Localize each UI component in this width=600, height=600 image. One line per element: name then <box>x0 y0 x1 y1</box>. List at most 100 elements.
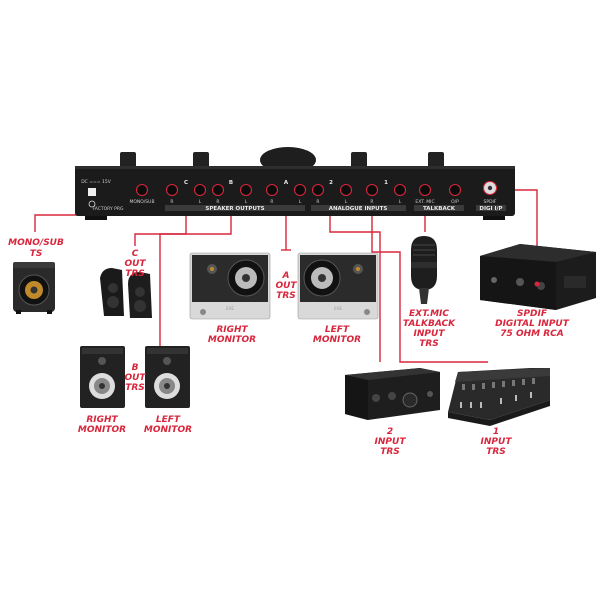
label-left-monitor-a: LEFT MONITOR <box>313 325 361 345</box>
power-label: DC === 15V <box>81 179 112 185</box>
jacks <box>135 183 462 197</box>
svg-text:TRS: TRS <box>276 291 296 301</box>
svg-text:DIGITAL INPUT: DIGITAL INPUT <box>495 319 570 329</box>
svg-text:LEFT: LEFT <box>156 415 181 425</box>
svg-text:OUT: OUT <box>275 281 297 291</box>
label-b-out: B OUT TRS <box>124 363 146 393</box>
section-digi-ip: DIGI I/P <box>479 206 502 212</box>
jack-in1-l <box>393 183 407 197</box>
channel-letter-2: 2 <box>329 180 333 186</box>
power-symbol-icon <box>88 200 96 208</box>
svg-text:C: C <box>132 249 139 259</box>
channel-letter-c: C <box>184 180 188 186</box>
audio-interface-icon <box>345 368 440 420</box>
channel-letter-a: A <box>284 180 289 186</box>
svg-text:TRS: TRS <box>125 269 145 279</box>
label-spdif: SPDIF DIGITAL INPUT 75 OHM RCA <box>495 309 570 339</box>
power-button-icon <box>88 188 96 196</box>
jack-in2-l <box>339 183 353 197</box>
jack-label-in2-r: R <box>316 199 319 205</box>
svg-text:RIGHT: RIGHT <box>86 415 118 425</box>
section-analogue-inputs: ANALOGUE INPUTS <box>329 206 388 212</box>
jack-label-a-r: R <box>270 199 273 205</box>
jack-label-op: O/P <box>451 199 459 205</box>
jack-monosub <box>135 183 149 197</box>
jack-label-b-l: L <box>245 199 248 205</box>
jack-in2-r <box>311 183 325 197</box>
label-right-monitor-a: RIGHT MONITOR <box>208 325 256 345</box>
jack-label-b-r: R <box>216 199 219 205</box>
svg-text:OUT: OUT <box>124 259 146 269</box>
dac-icon <box>480 244 596 310</box>
label-monosub: MONO/SUB TS <box>8 238 64 259</box>
cable-input1 <box>371 192 488 363</box>
label-left-monitor-b: LEFT MONITOR <box>144 415 192 435</box>
desktop-speakers-icon <box>100 268 152 318</box>
jack-label-spdif: SPDIF <box>484 199 497 205</box>
svg-text:TALKBACK: TALKBACK <box>403 319 456 329</box>
factory-label: FACTORY PRG <box>93 206 124 212</box>
jack-label-in1-r: R <box>370 199 373 205</box>
svg-text:INPUT: INPUT <box>375 437 407 447</box>
jack-a-r <box>265 183 279 197</box>
mixing-console-icon <box>448 368 550 426</box>
svg-text:1: 1 <box>493 427 499 437</box>
svg-text:LEFT: LEFT <box>325 325 350 335</box>
svg-text:TRS: TRS <box>486 447 506 457</box>
svg-text:MONITOR: MONITOR <box>313 335 361 345</box>
jack-c-r <box>165 183 179 197</box>
svg-text:EVE: EVE <box>226 306 234 311</box>
studio-monitor-icon-b-right <box>80 346 125 408</box>
knob <box>120 152 136 170</box>
jack-c-l <box>193 183 207 197</box>
jack-label-c-l: L <box>199 199 202 205</box>
label-a-out: A OUT TRS <box>275 271 297 301</box>
svg-text:A: A <box>282 271 290 281</box>
label-input1: 1 INPUT TRS <box>481 427 513 457</box>
channel-letter-1: 1 <box>384 180 388 186</box>
jack-b-r <box>211 183 225 197</box>
jack-b-l <box>239 183 253 197</box>
jack-op <box>448 183 462 197</box>
svg-text:TRS: TRS <box>125 383 145 393</box>
section-talkback: TALKBACK <box>423 206 456 212</box>
knob <box>428 152 444 170</box>
microphone-icon <box>411 236 437 304</box>
svg-text:TRS: TRS <box>380 447 400 457</box>
subwoofer-icon <box>13 262 55 314</box>
label-input2: 2 INPUT TRS <box>375 427 407 457</box>
svg-text:INPUT: INPUT <box>414 329 446 339</box>
studio-monitor-icon-a-left: EVE <box>297 252 379 320</box>
jack-label-in1-l: L <box>399 199 402 205</box>
knob <box>351 152 367 170</box>
studio-monitor-icon-a-right: EVE <box>189 252 271 320</box>
svg-text:MONITOR: MONITOR <box>208 335 256 345</box>
label-c-out: C OUT TRS <box>124 249 146 279</box>
jack-in1-r <box>365 183 379 197</box>
svg-text:MONITOR: MONITOR <box>144 425 192 435</box>
svg-text:MONO/SUB: MONO/SUB <box>8 238 64 248</box>
jack-label-c-r: R <box>170 199 173 205</box>
studio-monitor-icon-b-left <box>145 346 190 408</box>
svg-text:2: 2 <box>387 427 393 437</box>
jack-label-monosub: MONO/SUB <box>129 199 154 205</box>
svg-text:MONITOR: MONITOR <box>78 425 126 435</box>
svg-text:75 OHM RCA: 75 OHM RCA <box>500 329 563 339</box>
svg-text:EVE: EVE <box>334 306 342 311</box>
svg-text:B: B <box>132 363 139 373</box>
jack-ext-mic <box>418 183 432 197</box>
svg-text:EXT.MIC: EXT.MIC <box>409 309 449 319</box>
jack-label-in2-l: L <box>345 199 348 205</box>
svg-text:RIGHT: RIGHT <box>216 325 248 335</box>
jack-label-a-l: L <box>299 199 302 205</box>
knob <box>193 152 209 170</box>
svg-text:INPUT: INPUT <box>481 437 513 447</box>
jack-label-ext-mic: EXT. MIC <box>415 199 434 205</box>
monitor-controller-unit: DC === 15V FACTORY PRG C B A 2 1 <box>75 147 515 220</box>
svg-text:TRS: TRS <box>419 339 439 349</box>
channel-letter-b: B <box>229 180 233 186</box>
label-talkback: EXT.MIC TALKBACK INPUT TRS <box>403 309 456 349</box>
section-speaker-outputs: SPEAKER OUTPUTS <box>205 206 264 212</box>
svg-text:SPDIF: SPDIF <box>517 309 548 319</box>
